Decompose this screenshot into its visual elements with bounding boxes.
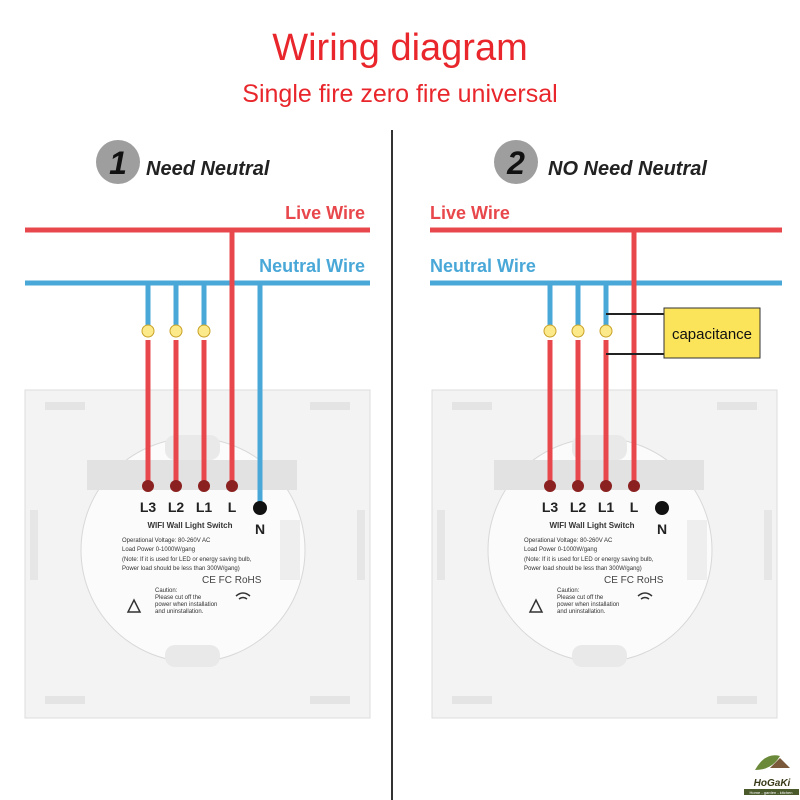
product-name: WIFI Wall Light Switch xyxy=(147,521,232,530)
subtitle: Single fire zero fire universal xyxy=(242,80,557,108)
spec: Power load should be less than 300W/gang… xyxy=(524,566,642,572)
terminal-label: N xyxy=(255,521,265,537)
live-wire-label: Live Wire xyxy=(285,203,365,223)
step-badge xyxy=(494,140,538,184)
terminal-label: L1 xyxy=(196,499,213,515)
caution: power when installation xyxy=(155,602,217,608)
spec: (Note: If it is used for LED or energy s… xyxy=(122,557,252,563)
spec: Load Power 0-1000W/gang xyxy=(524,547,597,553)
wifi-icon xyxy=(235,592,251,600)
spec: Operational Voltage: 80-260V AC xyxy=(122,538,211,544)
terminal-label: N xyxy=(657,521,667,537)
warning-icon xyxy=(126,598,142,613)
capacitance-box xyxy=(663,307,761,359)
spec: Load Power 0-1000W/gang xyxy=(122,547,195,553)
heading: Need Neutral xyxy=(146,158,270,180)
terminal-label: L xyxy=(630,499,639,515)
bulb-icon xyxy=(141,324,155,338)
certifications: CE FC RoHS xyxy=(604,575,664,586)
step-number: 1 xyxy=(109,145,127,181)
caution: and uninstallation. xyxy=(155,609,204,615)
caution: Please cut off the xyxy=(557,595,604,601)
certifications: CE FC RoHS xyxy=(202,575,262,586)
caution: Please cut off the xyxy=(155,595,202,601)
terminal-label: L1 xyxy=(598,499,615,515)
product-name: WIFI Wall Light Switch xyxy=(549,521,634,530)
caution: Caution: xyxy=(557,588,580,594)
diagram-need-neutral: 1 Need Neutral Live Wire Neutral Wire L3… xyxy=(24,140,371,719)
terminal-label: L3 xyxy=(140,499,157,515)
spec: Power load should be less than 300W/gang… xyxy=(122,566,240,572)
caution: Caution: xyxy=(155,588,178,594)
step-number: 2 xyxy=(506,145,525,181)
caution: power when installation xyxy=(557,602,619,608)
logo-tagline: Home - garden - kitchen xyxy=(750,790,793,795)
terminal-label: L2 xyxy=(168,499,185,515)
wifi-icon xyxy=(637,592,653,600)
terminal-label: L xyxy=(228,499,237,515)
spec: Operational Voltage: 80-260V AC xyxy=(524,538,613,544)
diagram-no-need-neutral: 2 NO Need Neutral Live Wire Neutral Wire… xyxy=(430,140,782,719)
step-badge xyxy=(96,140,140,184)
heading: NO Need Neutral xyxy=(548,158,707,180)
terminal-label: L3 xyxy=(542,499,559,515)
live-wire-label: Live Wire xyxy=(430,203,510,223)
bulb-icon xyxy=(197,324,211,338)
logo-name: HoGaKi xyxy=(754,778,791,789)
neutral-wire-label: Neutral Wire xyxy=(259,256,365,276)
neutral-wire-label: Neutral Wire xyxy=(430,256,536,276)
caution: and uninstallation. xyxy=(557,609,606,615)
spec: (Note: If it is used for LED or energy s… xyxy=(524,557,654,563)
capacitance-label: capacitance xyxy=(672,326,752,343)
terminal-label: L2 xyxy=(570,499,587,515)
hogaki-logo: HoGaKi Home - garden - kitchen xyxy=(744,755,799,795)
title: Wiring diagram xyxy=(272,27,528,69)
bulb-icon xyxy=(169,324,183,338)
warning-icon xyxy=(528,598,544,613)
